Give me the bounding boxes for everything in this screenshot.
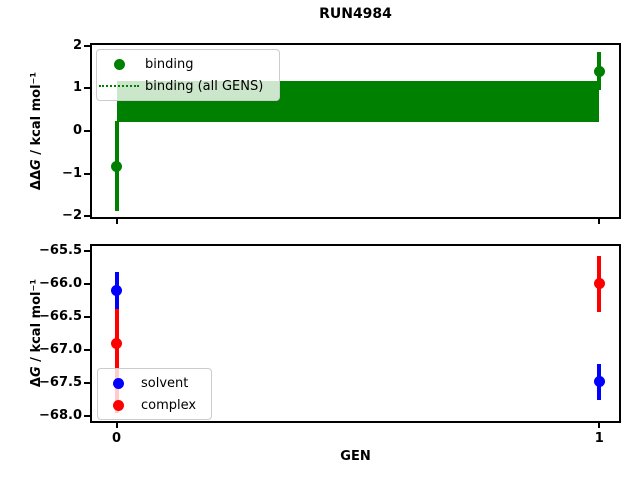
legend-label: binding (all GENS) (145, 78, 264, 94)
bottom-axes: solvent complex −65.5 −66.0 −66.5 −67.0 −67.… (39, 243, 621, 446)
x-tick (598, 423, 601, 428)
y-tick (84, 315, 90, 318)
y-axis-label-bottom: ΔG / kcal mol⁻¹ (29, 245, 45, 421)
x-tick (598, 219, 601, 224)
green-dot-icon (113, 58, 125, 70)
y-tick-label: −1 (62, 165, 82, 181)
y-tick-label: 1 (72, 80, 82, 96)
binding-legend-marker (97, 58, 141, 70)
y-tick (84, 415, 90, 418)
top-axes: binding binding (all GENS) 2 1 0 −1 −2 (62, 38, 621, 224)
y-tick-label: −65.5 (39, 242, 82, 258)
y-tick-label: −66.5 (39, 308, 82, 324)
solvent-legend-marker (98, 377, 138, 389)
legend-entry-solvent: solvent (98, 372, 211, 394)
legend-label: complex (141, 397, 197, 413)
y-tick-label: −67.5 (39, 375, 82, 391)
y-tick-label: −68.0 (39, 408, 82, 424)
y-tick-label: 0 (72, 123, 82, 138)
x-tick-label: 1 (594, 431, 604, 446)
legend-bottom: solvent complex (97, 368, 212, 420)
y-tick-label: −66.0 (39, 275, 82, 291)
y-tick (84, 349, 90, 352)
y-tick (84, 249, 90, 252)
legend-label: binding (145, 56, 194, 72)
legend-label: solvent (141, 375, 189, 391)
y-tick-label: −67.0 (39, 342, 82, 358)
y-tick-label: −2 (62, 208, 82, 224)
legend-entry-binding-all-gens: binding (all GENS) (97, 75, 279, 97)
y-tick (84, 172, 90, 175)
binding-marker (111, 160, 123, 172)
y-tick (84, 382, 90, 385)
blue-dot-icon (112, 377, 124, 389)
x-tick-label: 0 (112, 431, 122, 446)
complex-legend-marker (98, 399, 138, 411)
x-tick (115, 423, 118, 428)
complex-marker (593, 278, 605, 290)
y-tick (84, 87, 90, 90)
complex-marker (111, 337, 123, 349)
legend-entry-complex: complex (98, 394, 211, 416)
figure-title: RUN4984 (319, 6, 392, 22)
y-tick (84, 215, 90, 218)
y-tick (84, 44, 90, 47)
solvent-marker (111, 284, 123, 296)
x-axis-label: GEN (340, 449, 371, 464)
y-tick (84, 130, 90, 132)
red-dot-icon (112, 399, 124, 411)
mean-dotted-line (116, 100, 600, 103)
green-dotted-line-icon (99, 85, 139, 87)
solvent-marker (593, 376, 605, 388)
x-tick (115, 219, 118, 224)
binding-marker (593, 65, 605, 77)
legend-top: binding binding (all GENS) (96, 49, 280, 101)
y-tick-label: 2 (72, 37, 82, 53)
binding-all-gens-legend-marker (97, 85, 141, 87)
legend-entry-binding: binding (97, 53, 279, 75)
y-tick (84, 282, 90, 285)
